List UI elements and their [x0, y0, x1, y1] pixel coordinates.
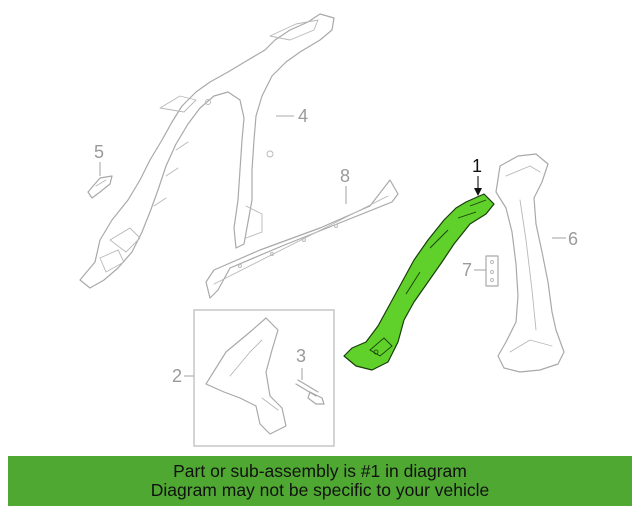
- callout-2: 2: [172, 366, 182, 386]
- notice-line-2: Diagram may not be specific to your vehi…: [150, 480, 490, 500]
- parts-diagram: 4 5 8 2 3 7: [79, 13, 578, 447]
- part-5-bracket: [87, 175, 113, 199]
- callout-8: 8: [340, 166, 350, 186]
- part-1-b-pillar-inner: [343, 193, 495, 371]
- notice-line-1: Part or sub-assembly is #1 in diagram: [173, 461, 467, 481]
- part-8-rocker-rail: [205, 179, 399, 299]
- callout-1: 1: [472, 156, 482, 176]
- callout-5: 5: [94, 142, 104, 162]
- part-4-front-pillar: [79, 13, 335, 289]
- part-7-plate: [485, 255, 499, 287]
- part-6-b-pillar: [495, 153, 565, 373]
- notice-banner: Part or sub-assembly is #1 in diagram Di…: [8, 456, 632, 506]
- leader-1-arrowhead: [474, 188, 482, 196]
- part-3-bolt: [295, 379, 325, 405]
- callout-6: 6: [568, 229, 578, 249]
- callout-4: 4: [298, 106, 308, 126]
- callout-7: 7: [462, 260, 472, 280]
- callout-3: 3: [296, 346, 306, 366]
- part-2-group-box: [193, 309, 335, 447]
